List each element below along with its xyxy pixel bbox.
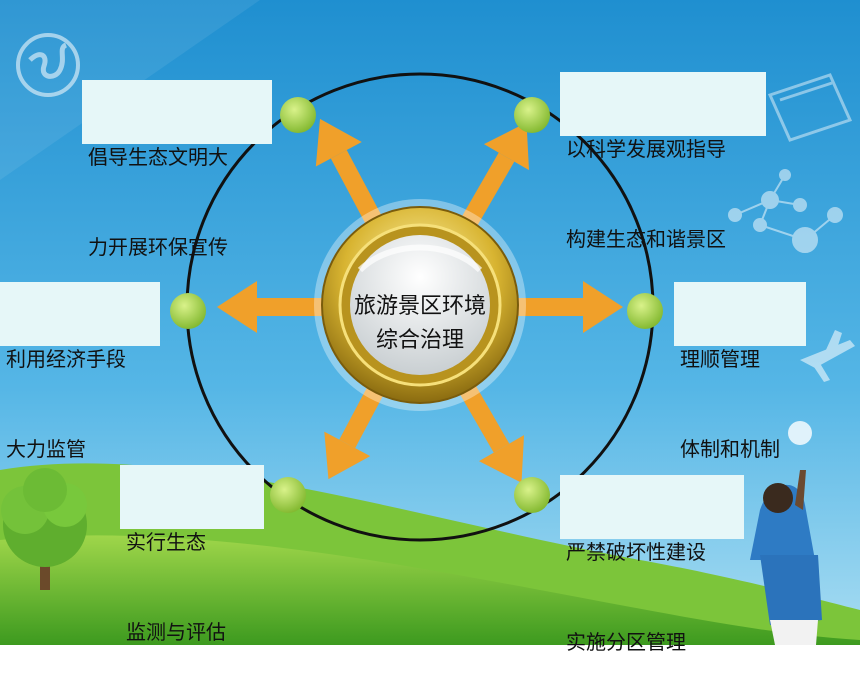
label-bottom-left: 实行生态 监测与评估 bbox=[120, 465, 264, 644]
airplane-icon bbox=[800, 330, 855, 382]
node-bottom-right bbox=[514, 477, 550, 513]
node-right bbox=[627, 293, 663, 329]
label-bottom-right: 严禁破坏性建设 实施分区管理 bbox=[560, 475, 744, 654]
label-line: 严禁破坏性建设 bbox=[566, 540, 706, 564]
label-top-right: 以科学发展观指导 构建生态和谐景区 bbox=[560, 72, 766, 251]
globe-icon bbox=[16, 33, 80, 97]
node-bottom-left bbox=[270, 477, 306, 513]
node-left bbox=[170, 293, 206, 329]
label-line: 理顺管理 bbox=[680, 347, 760, 371]
book-icon bbox=[767, 73, 853, 142]
label-top-left: 倡导生态文明大 力开展环保宣传 bbox=[82, 80, 272, 259]
label-line: 构建生态和谐景区 bbox=[566, 227, 726, 251]
node-top-left bbox=[280, 97, 316, 133]
label-line: 以科学发展观指导 bbox=[566, 137, 726, 161]
center-title-line1: 旅游景区环境 bbox=[353, 294, 486, 319]
label-left: 利用经济手段 大力监管 bbox=[0, 282, 160, 461]
center-title: 旅游景区环境 综合治理 bbox=[325, 290, 515, 358]
label-line: 力开展环保宣传 bbox=[88, 235, 228, 259]
tree-illustration bbox=[1, 468, 87, 590]
label-line: 实行生态 bbox=[126, 530, 206, 554]
center-hub bbox=[314, 199, 526, 411]
center-title-line2: 综合治理 bbox=[375, 328, 464, 353]
label-line: 实施分区管理 bbox=[566, 630, 686, 654]
label-line: 利用经济手段 bbox=[6, 347, 126, 371]
label-line: 体制和机制 bbox=[680, 437, 780, 461]
node-top-right bbox=[514, 97, 550, 133]
label-line: 监测与评估 bbox=[126, 620, 226, 644]
hill-front bbox=[0, 535, 860, 645]
label-line: 倡导生态文明大 bbox=[88, 145, 228, 169]
label-right: 理顺管理 体制和机制 bbox=[674, 282, 806, 461]
molecule-icon bbox=[728, 169, 843, 253]
label-line: 大力监管 bbox=[6, 437, 86, 461]
boy-illustration bbox=[750, 421, 822, 645]
